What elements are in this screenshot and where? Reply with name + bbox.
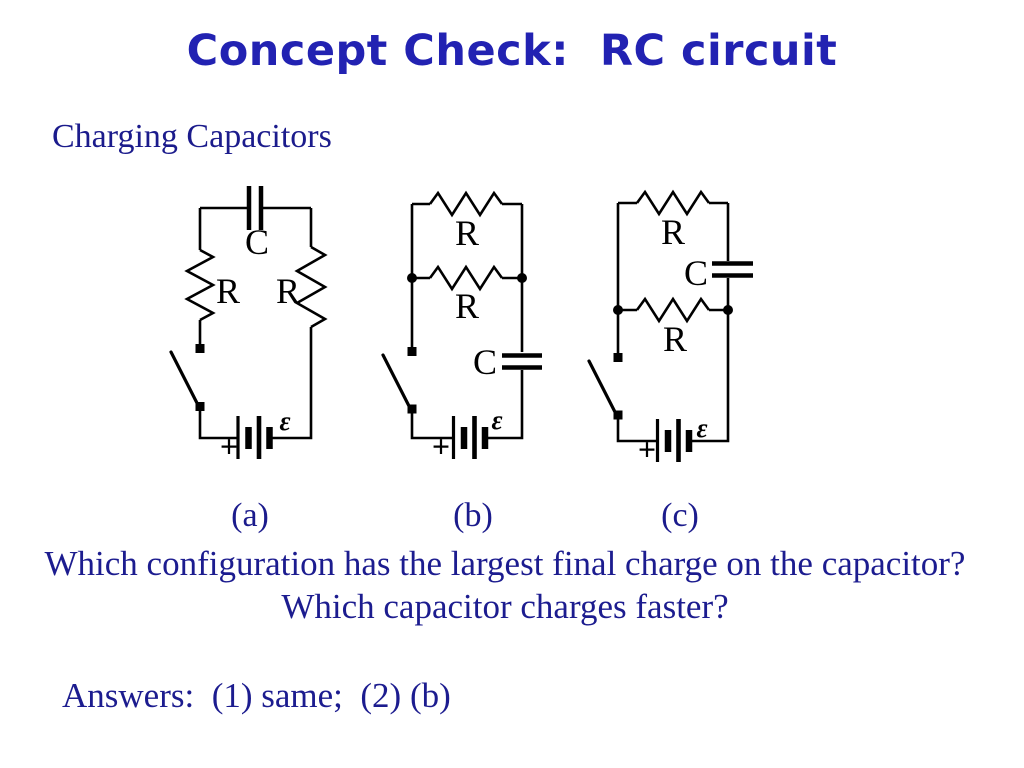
- circuit-a-wires: [198, 206, 313, 440]
- circuit-a-resistor-left-label: R: [216, 271, 240, 311]
- circuit-a-resistor-left-icon: [184, 248, 216, 322]
- circuit-c-switch-icon: [587, 353, 623, 420]
- question-text: Which configuration has the largest fina…: [0, 542, 1010, 628]
- circuit-b-resistor-middle-icon: [428, 264, 504, 292]
- circuit-a-battery-plus-label: +: [220, 428, 238, 464]
- circuit-c-emf-label: ε: [696, 413, 707, 443]
- subtitle-charging-capacitors: Charging Capacitors: [52, 118, 332, 155]
- circuit-c-junction-right: [723, 305, 733, 315]
- circuit-c-diagram: R C R + ε: [587, 189, 753, 467]
- circuit-b-junction-right: [517, 273, 527, 283]
- circuit-a-resistor-right-label: R: [276, 271, 300, 311]
- circuit-b-capacitor-icon: [502, 353, 542, 370]
- circuit-b-resistor-top-icon: [428, 190, 504, 218]
- circuit-b-capacitor-label: C: [473, 342, 497, 382]
- circuit-a-emf-label: ε: [279, 406, 290, 436]
- circuit-b-diagram: R R C + ε: [381, 190, 542, 464]
- circuit-a-diagram: C R R + ε: [169, 186, 328, 464]
- circuit-c-battery-plus-label: +: [638, 431, 656, 467]
- circuit-b-resistor-middle-label: R: [455, 286, 479, 326]
- circuit-b-junction-left: [407, 273, 417, 283]
- question-line-1: Which configuration has the largest fina…: [44, 544, 966, 583]
- question-line-2: Which capacitor charges faster?: [281, 587, 729, 626]
- circuit-caption-c: (c): [661, 497, 699, 534]
- slide-title: Concept Check: RC circuit: [186, 26, 838, 76]
- circuit-a-switch-icon: [169, 344, 205, 411]
- answer-text: Answers: (1) same; (2) (b): [62, 676, 451, 715]
- circuit-a-capacitor-label: C: [245, 222, 269, 262]
- circuit-c-capacitor-icon: [712, 261, 753, 278]
- circuit-a-capacitor-icon: [246, 186, 264, 230]
- circuit-b-resistor-top-label: R: [455, 213, 479, 253]
- circuit-caption-b: (b): [453, 497, 493, 534]
- circuit-b-battery-plus-label: +: [432, 428, 450, 464]
- circuit-diagrams: C R R + ε: [169, 186, 753, 467]
- circuit-c-resistor-middle-icon: [635, 296, 711, 324]
- circuit-a-battery-icon: [236, 416, 273, 459]
- circuit-b-battery-icon: [451, 416, 489, 459]
- circuit-c-junction-left: [613, 305, 623, 315]
- circuit-c-capacitor-label: C: [684, 253, 708, 293]
- circuit-c-battery-icon: [655, 419, 693, 462]
- circuit-a-resistor-right-icon: [294, 245, 328, 329]
- circuit-c-wires: [616, 201, 730, 443]
- circuit-b-switch-icon: [381, 347, 417, 414]
- circuit-b-emf-label: ε: [491, 405, 502, 435]
- circuit-c-resistor-middle-label: R: [663, 319, 687, 359]
- circuit-c-resistor-top-icon: [635, 189, 711, 217]
- circuit-c-resistor-top-label: R: [661, 212, 685, 252]
- circuit-caption-a: (a): [231, 497, 269, 534]
